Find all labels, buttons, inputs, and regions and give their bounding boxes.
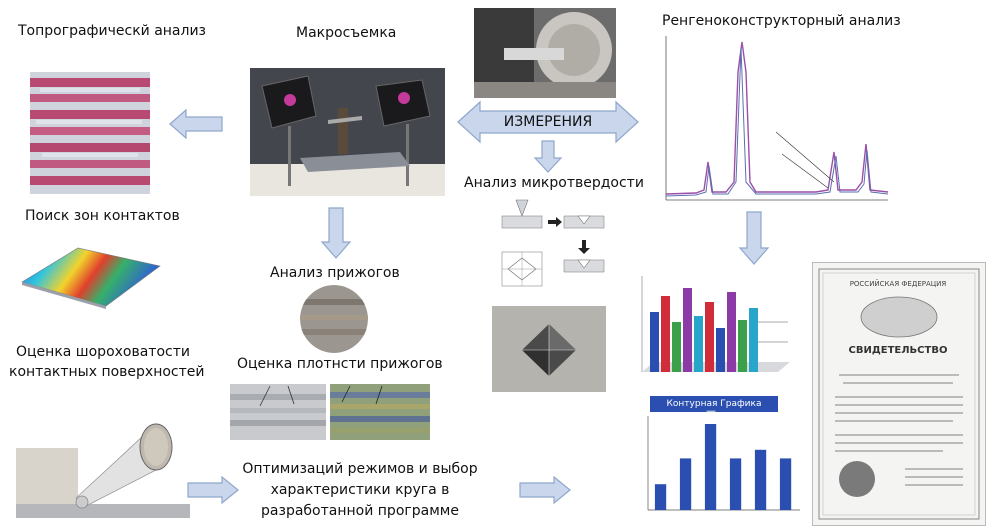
macro-shooting-label: Макросъемка — [296, 25, 397, 41]
burns-photo — [300, 285, 368, 353]
burn-density-photo-gray — [230, 384, 326, 440]
microhardness-label: Анализ микротвердости — [464, 175, 644, 191]
macro-studio-photo — [250, 68, 445, 196]
arrow-down-from-xray — [738, 210, 770, 266]
indentation-micrograph — [492, 306, 606, 392]
certificate-header: РОССИЙСКАЯ ФЕДЕРАЦИЯ — [849, 280, 947, 288]
arrow-down-to-microhardness — [533, 140, 563, 174]
arrow-down-to-burns — [320, 206, 352, 260]
burn-density-label: Оценка плотнсти прижогов — [237, 356, 443, 372]
arrow-right-to-optimization — [186, 476, 240, 504]
burn-analysis-label: Анализ прижогов — [270, 265, 400, 281]
roughness-label-line2: контактных поверхностей — [9, 364, 205, 380]
bar-2 — [679, 458, 692, 510]
bar-3 — [704, 424, 717, 510]
chart-banner-label: Контурная Графика — [666, 399, 762, 409]
measurements-label: ИЗМЕРЕНИЯ — [503, 114, 593, 130]
roughness-label-line1: Оценка шороховатости — [16, 344, 190, 360]
contact-zones-surface-image — [18, 238, 164, 310]
measurements-double-arrow — [456, 100, 640, 144]
xray-analysis-label: Ренгеноконструкторный анализ — [662, 13, 901, 29]
bar-6 — [779, 458, 792, 510]
roughness-cylinder-image — [16, 418, 190, 522]
grinding-wheel-photo — [474, 8, 616, 98]
arrow-left-to-topo — [168, 108, 224, 140]
optimization-label-line2: характеристики круга в — [270, 482, 450, 498]
certificate-title: СВИДЕТЕЛЬСТВО — [848, 345, 948, 356]
arrow-right-to-results — [518, 476, 572, 504]
certificate-document — [812, 262, 986, 526]
bar-chart-svg — [628, 412, 804, 524]
optimization-label-line1: Оптимизаций режимов и выбор — [242, 461, 478, 477]
topographic-analysis-label: Топрографическй анализ — [18, 23, 207, 39]
bar-4 — [729, 458, 742, 510]
bar-chart — [628, 412, 804, 524]
optimization-label-line3: разработанной программе — [261, 503, 459, 519]
chart-banner — [650, 396, 778, 412]
xray-diffraction-plot — [656, 32, 892, 210]
multi-bar-chart-3d — [628, 272, 796, 392]
contact-zones-label: Поиск зон контактов — [25, 208, 180, 224]
microhardness-diagram — [498, 196, 608, 288]
bar-5 — [754, 449, 767, 510]
bar-1 — [654, 484, 667, 510]
burn-density-photo-color — [330, 384, 430, 440]
topography-image — [30, 72, 150, 194]
